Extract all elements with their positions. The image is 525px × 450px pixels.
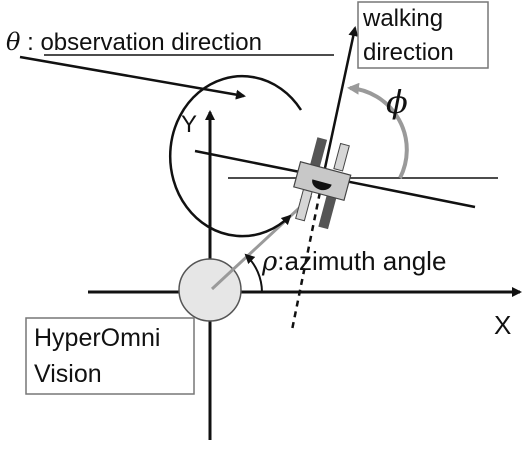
azimuth-angle-label: ρ:azimuth angle <box>261 246 446 277</box>
theta-arc <box>168 74 303 238</box>
hyperomni-vision-label-line2: Vision <box>34 360 102 388</box>
walker-body <box>293 161 352 202</box>
x-axis-label: X <box>494 310 511 340</box>
walking-direction-box <box>357 1 489 69</box>
hyperomni-vision-label-line1: HyperOmni <box>34 324 160 352</box>
phi-arc <box>347 82 409 179</box>
walking-direction-line <box>320 26 359 183</box>
walking-direction-dashed <box>290 181 324 331</box>
phi-symbol: ϕ <box>386 83 408 121</box>
omni-sensor-circle <box>178 258 242 322</box>
walking-direction-label-line2: direction <box>363 39 454 66</box>
azimuth-vector <box>210 195 313 291</box>
walker-light-bar-1 <box>333 142 350 172</box>
walker-light-bar-2 <box>295 188 313 222</box>
y-axis-label: Y <box>181 111 197 138</box>
theta-label: θ : observation direction <box>6 28 262 56</box>
walker-head <box>312 179 332 191</box>
walker-figure <box>293 137 352 230</box>
walker-dark-bar-1 <box>310 137 328 167</box>
walking-direction-label-line1: walking <box>362 5 443 32</box>
theta-pointer-arrow <box>19 55 246 100</box>
walker-dark-bar-2 <box>318 195 337 230</box>
hyperomni-vision-box <box>25 317 195 395</box>
rho-arc <box>244 253 263 293</box>
